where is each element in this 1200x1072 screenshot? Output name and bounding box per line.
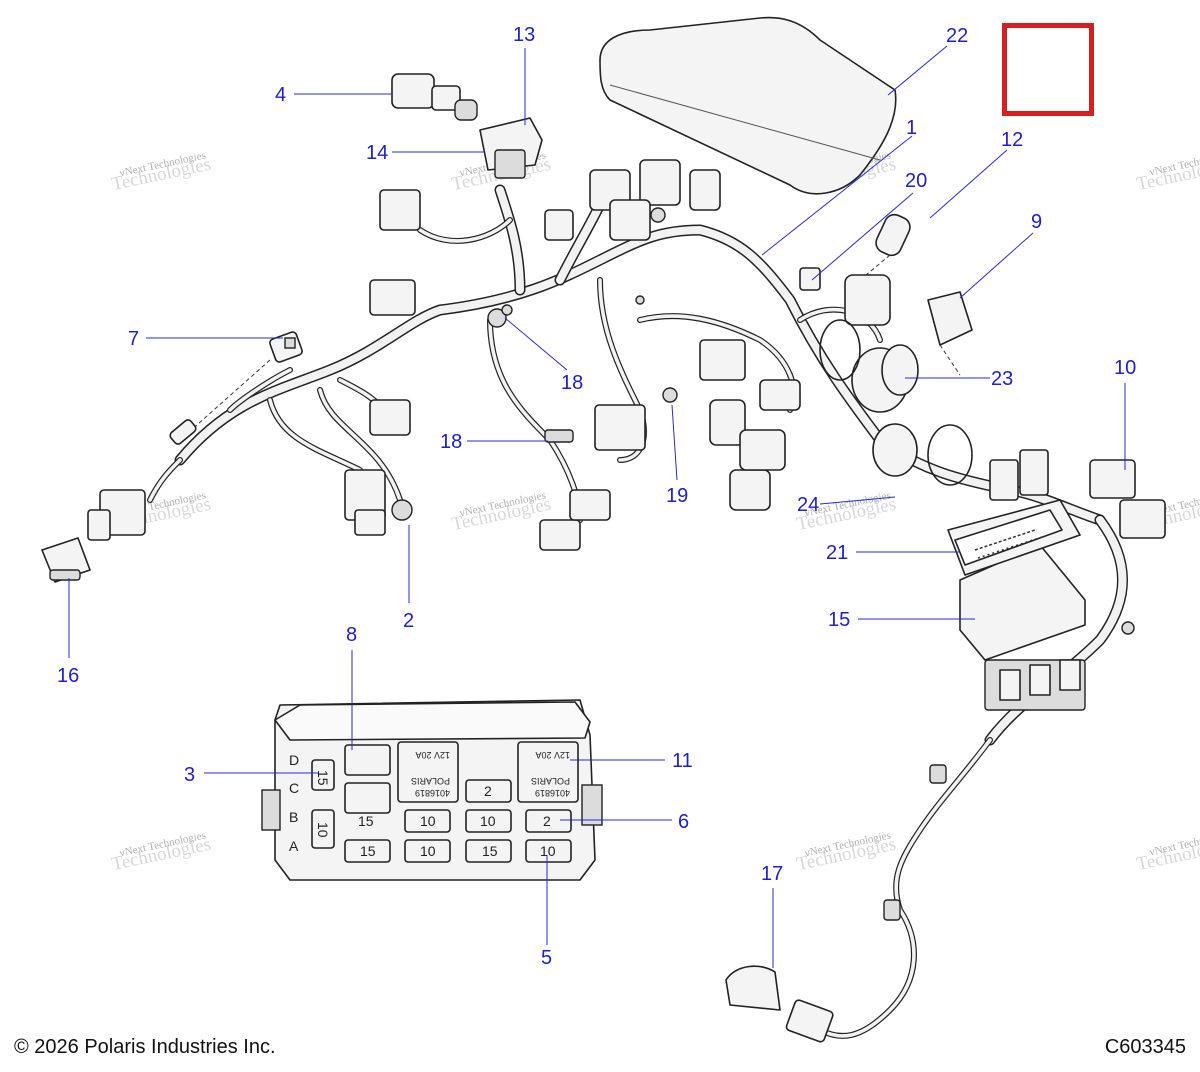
drawing-id: C603345 [1104,1036,1186,1058]
callout-21: 21 [826,542,848,564]
callout-2: 2 [403,610,414,632]
watermark: Technologies vNext Technologies [450,489,553,535]
callout-19: 19 [666,485,688,507]
fuse-value: 10 [540,843,556,859]
part-7-connector [169,331,303,445]
fuse-row-label-d: D [289,752,299,768]
copyright-text: © 2026 Polaris Industries Inc. [14,1036,276,1058]
relay-rating-text: 12V 20A [535,750,570,760]
callout-8: 8 [346,624,357,646]
callout-15: 15 [828,609,850,631]
watermark: Technologies vNext Technologies [110,829,213,875]
part-9-connector [927,291,973,376]
callout-9: 9 [1031,211,1042,233]
callout-7: 7 [128,328,139,350]
fuse-row-label-c: C [289,780,299,796]
callout-16: 16 [57,665,79,687]
center-lower-connectors [539,295,801,551]
part-13-connector [479,117,543,179]
fuse-value: 15 [482,843,498,859]
part-4-connector [391,73,478,121]
callout-22: 22 [946,25,968,47]
callout-3: 3 [184,764,195,786]
callout-13: 13 [513,24,535,46]
fuse-value: 10 [480,813,496,829]
fuse-value: 2 [543,813,551,829]
callout-20: 20 [905,170,927,192]
callout-23: 23 [991,368,1013,390]
relay-brand-text: POLARIS [531,776,570,786]
relay-rating-text: 12V 20A [415,750,450,760]
fuse-value: 10 [420,843,436,859]
callout-14: 14 [366,142,388,164]
left-connectors [87,279,416,541]
watermark: Technologies vNext Technologies [795,829,898,875]
highlight-box [1002,23,1094,116]
callout-6: 6 [678,811,689,833]
fuse-row-label-a: A [289,838,299,854]
fuse-value: 10 [420,813,436,829]
part-16-connector [41,537,91,583]
relay-brand-text: POLARIS [411,776,450,786]
callout-24: 24 [797,494,819,516]
fuse-value: 15 [358,813,374,829]
part-12-sensor [859,213,911,281]
callout-4: 4 [275,84,286,106]
callout-12: 12 [1001,129,1023,151]
callout-1: 1 [906,117,917,139]
callout-11: 11 [672,750,693,772]
fuse-value: 10 [315,822,331,838]
part-20-clip [799,267,821,291]
leader-lines [68,45,1126,968]
watermark: Technologies vNext Technologies [1135,828,1200,875]
watermark: Technologies vNext Technologies [110,149,213,195]
callouts: 1 2 3 4 5 6 7 8 9 10 11 12 13 14 15 16 1… [57,24,1136,969]
relay-part-text: 4016819 [535,788,570,798]
watermark: Technologies vNext Technologies [1135,148,1200,195]
upper-connector-cluster [379,159,721,241]
fuse-row-label-b: B [289,809,298,825]
callout-18: 18 [561,372,583,394]
callout-17: 17 [761,863,783,885]
label-21-sticker [954,509,1063,566]
part-15-fuse-box-assembly [947,499,1135,711]
part-23-connectors [819,274,973,486]
part-17-ground-assembly [725,764,947,1043]
callout-10: 10 [1114,357,1136,379]
part-22-cover [599,16,897,195]
part-10-connectors [989,449,1166,539]
callout-5: 5 [541,947,552,969]
relay-part-text: 4016819 [415,788,450,798]
fuse-value: 15 [360,843,376,859]
fuse-box-detail: D C B A 15 10 15 12V 20A POLARIS 4016819… [261,699,603,881]
fuse-value: 2 [484,783,492,799]
fuse-value: 15 [315,770,331,786]
callout-18-lower: 18 [440,431,462,453]
part-18-clips [487,304,574,443]
